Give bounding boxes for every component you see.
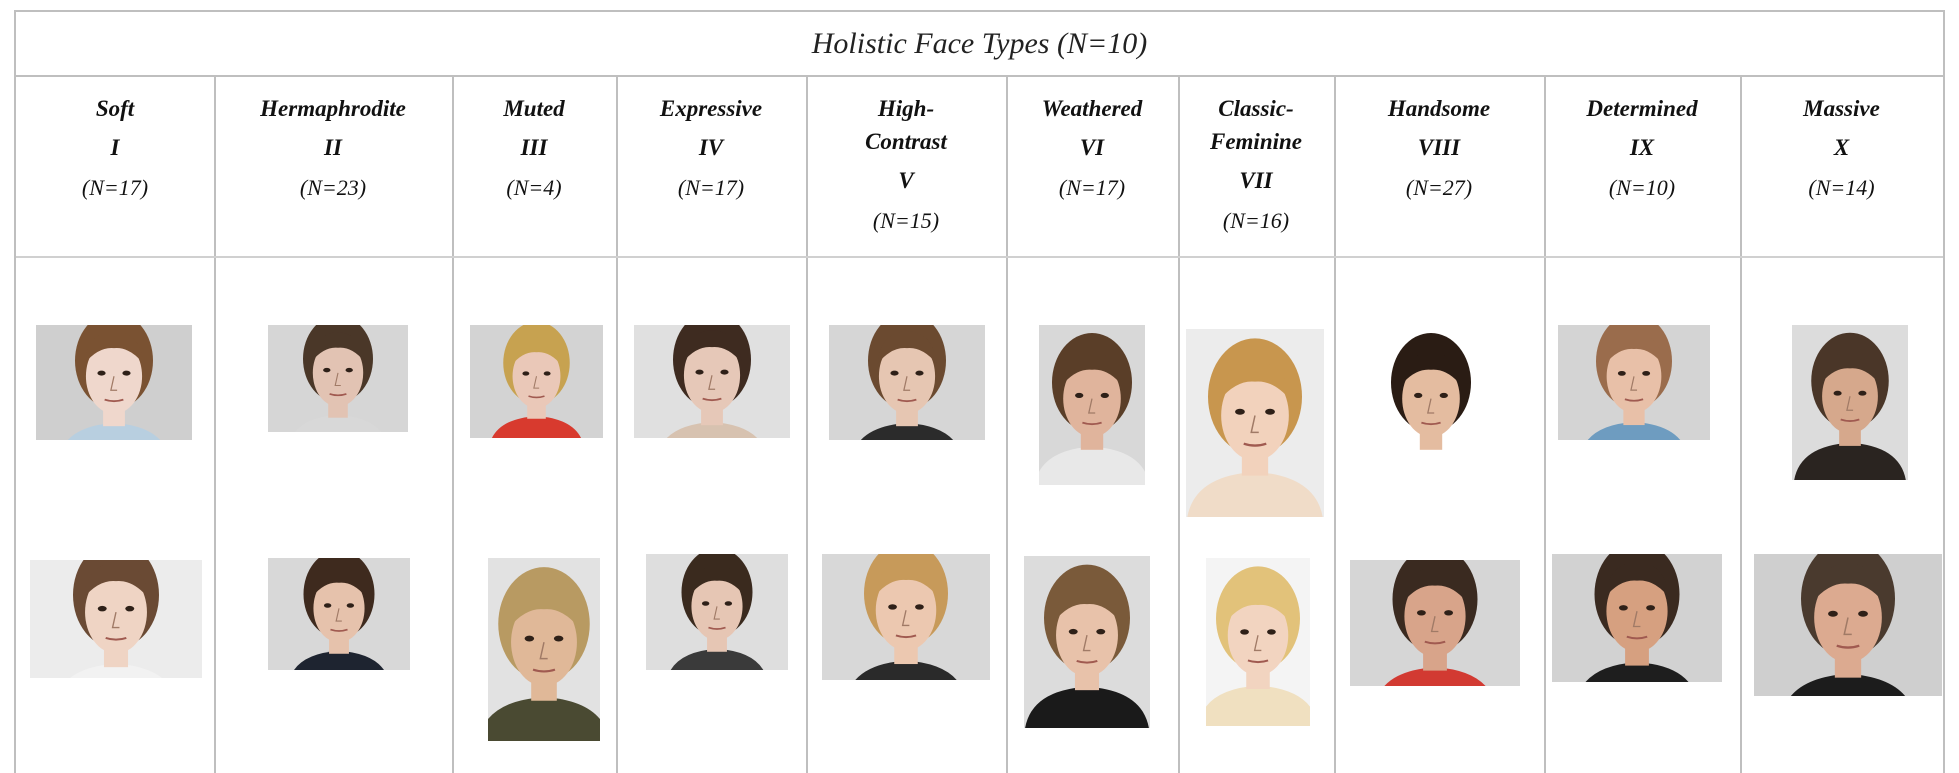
type-name: Expressive — [659, 96, 763, 121]
column-divider — [1006, 77, 1008, 773]
type-count: (N=17) — [81, 175, 149, 200]
type-numeral: VI — [1079, 135, 1105, 160]
face-photo — [822, 554, 990, 680]
column-header-high-contrast: High- Contrast V (N=15) — [806, 92, 1006, 239]
type-numeral: VIII — [1417, 135, 1461, 160]
type-count: (N=17) — [1058, 175, 1126, 200]
face-photo — [1378, 325, 1484, 485]
type-count: (N=4) — [506, 175, 562, 200]
type-name-line2: Feminine — [1209, 129, 1302, 154]
type-name-line1: Classic- — [1218, 96, 1294, 121]
column-divider — [1544, 77, 1546, 773]
face-photo — [634, 325, 790, 438]
type-name: Handsome — [1387, 96, 1491, 121]
column-divider — [806, 77, 808, 773]
column-header-handsome: Handsome VIII (N=27) — [1334, 92, 1544, 206]
type-numeral: IV — [698, 135, 724, 160]
face-photo — [30, 560, 202, 678]
column-divider — [1334, 77, 1336, 773]
face-photo — [470, 325, 603, 438]
type-count: (N=17) — [677, 175, 745, 200]
face-photo — [829, 325, 985, 440]
face-photo — [268, 558, 410, 670]
column-divider — [214, 77, 216, 773]
type-numeral: I — [110, 135, 120, 160]
column-divider — [616, 77, 618, 773]
type-name-line2: Contrast — [865, 129, 947, 154]
face-photo — [488, 558, 600, 741]
face-photo — [1552, 554, 1722, 682]
header-divider — [16, 256, 1943, 258]
type-numeral: X — [1833, 135, 1850, 160]
type-numeral: III — [520, 135, 548, 160]
type-name: Muted — [503, 96, 565, 121]
type-numeral: V — [898, 168, 914, 193]
face-photo — [1350, 560, 1520, 686]
face-photo — [36, 325, 192, 440]
column-header-soft: Soft I (N=17) — [16, 92, 214, 206]
type-name: Weathered — [1041, 96, 1143, 121]
type-count: (N=27) — [1405, 175, 1473, 200]
column-header-expressive: Expressive IV (N=17) — [616, 92, 806, 206]
face-photo — [1024, 556, 1150, 728]
column-header-muted: Muted III (N=4) — [452, 92, 616, 206]
type-name: Hermaphrodite — [260, 96, 406, 121]
table-title: Holistic Face Types (N=10) — [16, 12, 1943, 77]
face-photo — [1206, 558, 1310, 726]
type-numeral: VII — [1239, 168, 1273, 193]
type-count: (N=23) — [299, 175, 367, 200]
type-numeral: II — [324, 135, 342, 160]
column-divider — [452, 77, 454, 773]
type-name-line1: High- — [877, 96, 935, 121]
type-count: (N=16) — [1222, 208, 1290, 233]
column-header-determined: Determined IX (N=10) — [1544, 92, 1740, 206]
type-name: Determined — [1586, 96, 1698, 121]
column-header-weathered: Weathered VI (N=17) — [1006, 92, 1178, 206]
face-photo — [646, 554, 788, 670]
face-types-table: Holistic Face Types (N=10) Soft I (N=17)… — [14, 10, 1945, 773]
type-count: (N=15) — [872, 208, 940, 233]
type-name: Massive — [1803, 96, 1880, 121]
column-header-classic-feminine: Classic- Feminine VII (N=16) — [1178, 92, 1334, 239]
column-divider — [1178, 77, 1180, 773]
type-count: (N=10) — [1608, 175, 1676, 200]
face-photo — [1186, 329, 1324, 517]
type-numeral: IX — [1629, 135, 1655, 160]
column-header-massive: Massive X (N=14) — [1740, 92, 1943, 206]
face-photo — [268, 325, 408, 432]
type-name: Soft — [95, 96, 135, 121]
face-photo — [1558, 325, 1710, 440]
face-photo — [1039, 325, 1145, 485]
face-photo — [1792, 325, 1908, 480]
face-photo — [1754, 554, 1942, 696]
type-count: (N=14) — [1808, 175, 1875, 200]
column-header-hermaphrodite: Hermaphrodite II (N=23) — [214, 92, 452, 206]
column-divider — [1740, 77, 1742, 773]
